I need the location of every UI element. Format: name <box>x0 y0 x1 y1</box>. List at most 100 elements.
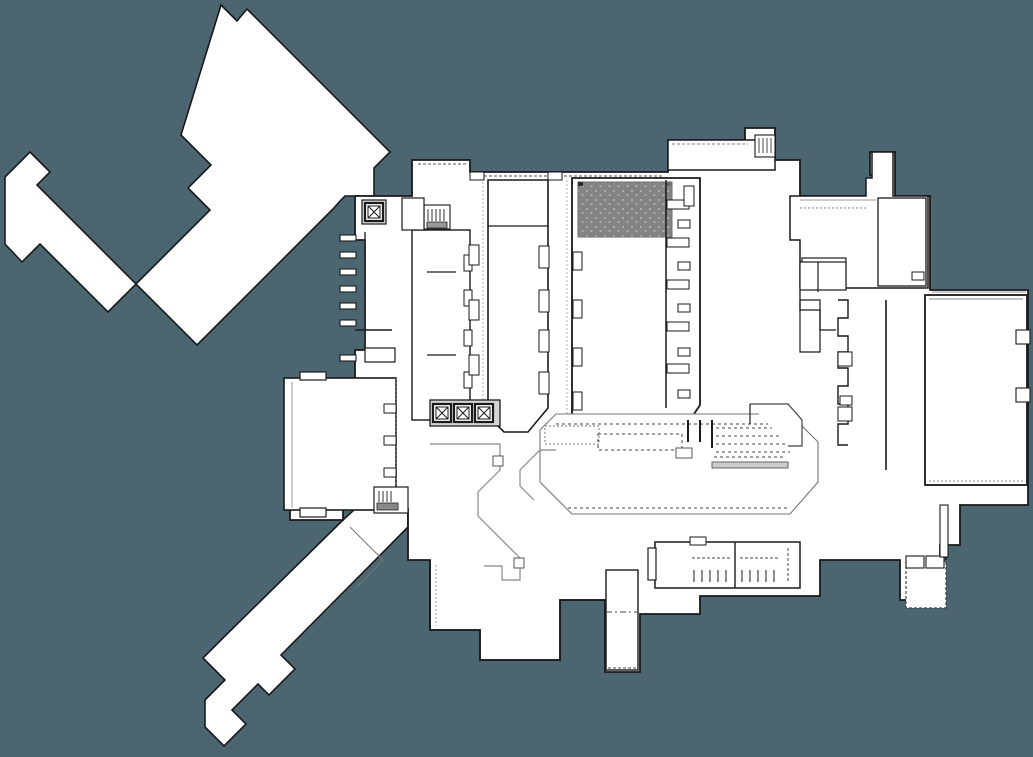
west-open-court <box>430 443 556 581</box>
north-projection <box>667 134 776 171</box>
circulation-nw <box>361 199 451 230</box>
highlighted-room[interactable] <box>577 181 673 238</box>
corridor-block-a <box>401 197 473 421</box>
door-c-6 <box>572 251 583 271</box>
door-b-1 <box>538 245 550 269</box>
door-c-13 <box>677 347 691 357</box>
core-top-door-3 <box>683 185 695 207</box>
atrium-kiosk <box>675 447 693 459</box>
ne-room-door <box>911 271 925 281</box>
core-top-door-2 <box>547 171 563 181</box>
stair-n-treads <box>758 138 772 153</box>
east-room-door-2 <box>1015 387 1031 403</box>
mid-east-room-1 <box>799 261 847 291</box>
door-b-5 <box>468 244 480 266</box>
elevator-nw-icon <box>363 201 385 223</box>
elevator-car-1 <box>431 402 453 424</box>
east-room-door-1 <box>1015 329 1031 345</box>
door-a-3 <box>463 329 473 347</box>
wing-northwest <box>4 3 392 347</box>
window-w-2 <box>339 251 357 259</box>
west-corridor-door-1 <box>383 403 397 414</box>
west-corridor <box>339 232 396 363</box>
south-stair-block <box>647 536 801 589</box>
door-c-11 <box>677 261 691 271</box>
south-projection-center <box>605 569 639 671</box>
east-room-outline <box>924 294 1028 486</box>
elevator-car-2 <box>452 402 474 424</box>
south-stair-vestibule <box>647 547 657 581</box>
door-c-7 <box>572 299 583 319</box>
door-c-5 <box>666 363 690 374</box>
door-c-9 <box>572 391 583 411</box>
stair-nw-treads <box>427 209 445 221</box>
court-column-2 <box>513 557 525 569</box>
nw-wing-outline <box>4 3 392 347</box>
highlight-tag-left <box>578 182 583 186</box>
corridor-a-vestibule <box>401 197 425 231</box>
elevator-bank <box>429 399 501 427</box>
central-atrium <box>539 403 819 515</box>
service-spine-wall <box>837 299 849 446</box>
window-w-1 <box>339 234 357 242</box>
ne-room-large <box>877 197 927 287</box>
window-w-6 <box>339 319 357 327</box>
south-stair-right-treads <box>741 570 775 582</box>
highlight-tag-right <box>665 182 671 186</box>
core-top-details <box>418 163 695 207</box>
window-w-4 <box>339 285 357 293</box>
window-w-5 <box>339 302 357 310</box>
sw-lobby-wall <box>429 560 605 661</box>
south-projections <box>605 504 949 671</box>
atrium-outline <box>539 413 819 515</box>
west-room-block <box>283 371 397 518</box>
court-column <box>492 455 504 467</box>
east-large-room <box>924 294 1031 486</box>
spine-closet-1 <box>837 351 853 367</box>
mid-east-wall-step <box>799 290 836 331</box>
corridor-block-c <box>566 177 701 421</box>
stair-west <box>373 486 409 514</box>
stair-w-treads <box>378 491 392 502</box>
stair-n-enclosure <box>754 134 776 158</box>
spine-door-2 <box>839 395 853 406</box>
mid-east-rooms <box>799 261 847 331</box>
southwest-lobby <box>429 560 605 661</box>
west-court-edge-2 <box>519 449 556 501</box>
door-c-4 <box>666 321 690 332</box>
south-stair-left-treads <box>693 570 727 582</box>
south-east-stair-top-2 <box>925 555 945 569</box>
elevator-car-3 <box>473 402 495 424</box>
west-corridor-door-3 <box>383 467 397 478</box>
door-b-7 <box>468 354 480 376</box>
south-stair-landing-top <box>689 536 707 546</box>
door-c-2 <box>666 237 690 248</box>
south-east-stair-top <box>905 555 925 569</box>
atrium-rail <box>711 461 789 469</box>
door-b-6 <box>468 299 480 321</box>
window-w-7 <box>339 354 357 362</box>
corridor-a-outline <box>411 229 471 421</box>
east-service-spine <box>799 299 887 470</box>
stair-w-landing <box>376 502 399 511</box>
window-w-3 <box>339 268 357 276</box>
west-block-bay-north <box>299 371 327 381</box>
south-projection-east <box>905 561 947 609</box>
door-a-2 <box>463 289 473 307</box>
door-c-8 <box>572 347 583 367</box>
south-stair-outline <box>654 541 801 589</box>
atrium-escalator <box>544 425 683 451</box>
door-c-10 <box>677 219 691 229</box>
corridor-block-b <box>468 179 550 433</box>
west-alcove <box>364 347 396 363</box>
sw-wing-partition <box>349 526 384 561</box>
south-east-chase <box>939 504 949 558</box>
core-top-door-1 <box>469 171 485 181</box>
atrium-ne-corner <box>750 403 803 447</box>
door-b-3 <box>538 329 550 353</box>
door-c-14 <box>677 389 691 399</box>
west-corridor-door-2 <box>383 435 397 446</box>
spine-shaft <box>799 299 821 353</box>
